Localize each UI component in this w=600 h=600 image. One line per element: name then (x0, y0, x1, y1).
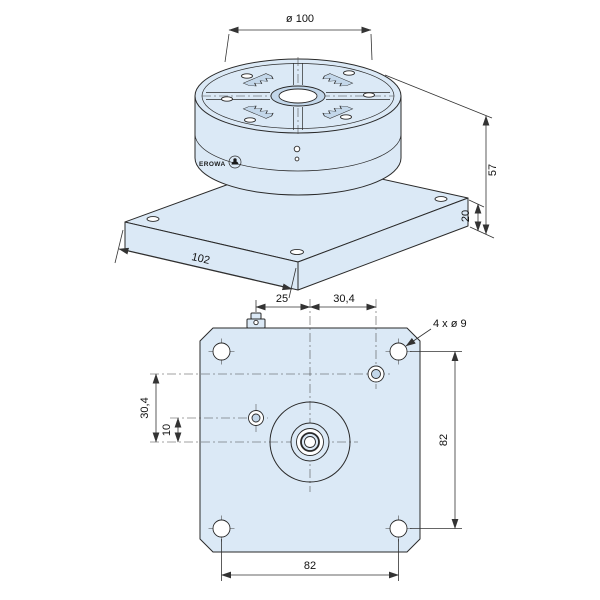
dim-label-304-top: 30,4 (333, 293, 354, 305)
center-opening-inner (278, 88, 318, 104)
clamping-jaw (242, 105, 274, 119)
dim-base-thickness: 20 (460, 199, 485, 232)
dim-diameter: ø 100 (224, 13, 373, 63)
dim-label-diameter: ø 100 (286, 13, 314, 25)
front-pin-hole (293, 145, 301, 153)
dim-label-82-right: 82 (438, 434, 450, 446)
dim-label-10: 10 (161, 424, 173, 436)
dim-label-82-bottom: 82 (304, 560, 316, 572)
erowa-badge-icon (228, 155, 242, 169)
base-corner-hole (434, 196, 448, 202)
corner-hole (208, 338, 235, 365)
chuck-groove-line (194, 133, 402, 172)
erowa-wordmark: EROWA (199, 161, 226, 168)
corner-hole (208, 515, 235, 542)
dim-top-offsets: 25 30,4 (255, 293, 377, 312)
corner-hole (385, 338, 412, 365)
cross-slots (206, 63, 390, 130)
pin-hole-right (367, 365, 385, 383)
erowa-badge-dot-icon (233, 158, 237, 162)
dim-label-base-width: 102 (190, 251, 211, 267)
dim-label-304-left: 30,4 (139, 397, 151, 418)
grease-nipple (246, 312, 266, 329)
top-view: EROWA ø 100 57 20 (114, 13, 499, 299)
dim-base-width: 102 (114, 229, 297, 299)
erowa-badge-mark-icon (231, 161, 239, 165)
corner-hole (385, 515, 412, 542)
hole-note-label: 4 x ø 9 (433, 318, 467, 330)
clamping-jaw (242, 73, 274, 87)
dim-label-base-thickness: 20 (460, 210, 472, 222)
dim-pitch-bottom: 82 (221, 539, 399, 581)
clamping-jaw (322, 73, 354, 87)
top-screw-holes (221, 70, 375, 123)
central-boss (269, 401, 351, 483)
corner-holes (208, 338, 412, 542)
plan-view: 25 30,4 30,4 10 4 x ø 9 82 82 (139, 293, 467, 581)
clamping-jaw (322, 105, 354, 119)
dim-left-offsets: 30,4 10 (139, 373, 182, 443)
dim-label-total-height: 57 (487, 164, 499, 176)
boss-outer-circle (269, 401, 351, 483)
chuck-top-face (194, 57, 402, 136)
dim-total-height: 57 (384, 74, 499, 239)
erowa-logo: EROWA (199, 155, 242, 169)
base-plate-front-right-face (297, 197, 469, 291)
dim-label-25: 25 (276, 293, 288, 305)
hole-note: 4 x ø 9 (405, 318, 467, 347)
base-corner-hole (146, 216, 160, 222)
base-corner-hole (290, 248, 304, 256)
clamping-jaws (242, 73, 354, 119)
pin-hole-left (248, 410, 264, 426)
dim-pitch-right: 82 (410, 351, 462, 529)
boss-bore-inner (304, 436, 316, 448)
front-pin-hole-small (294, 156, 300, 162)
